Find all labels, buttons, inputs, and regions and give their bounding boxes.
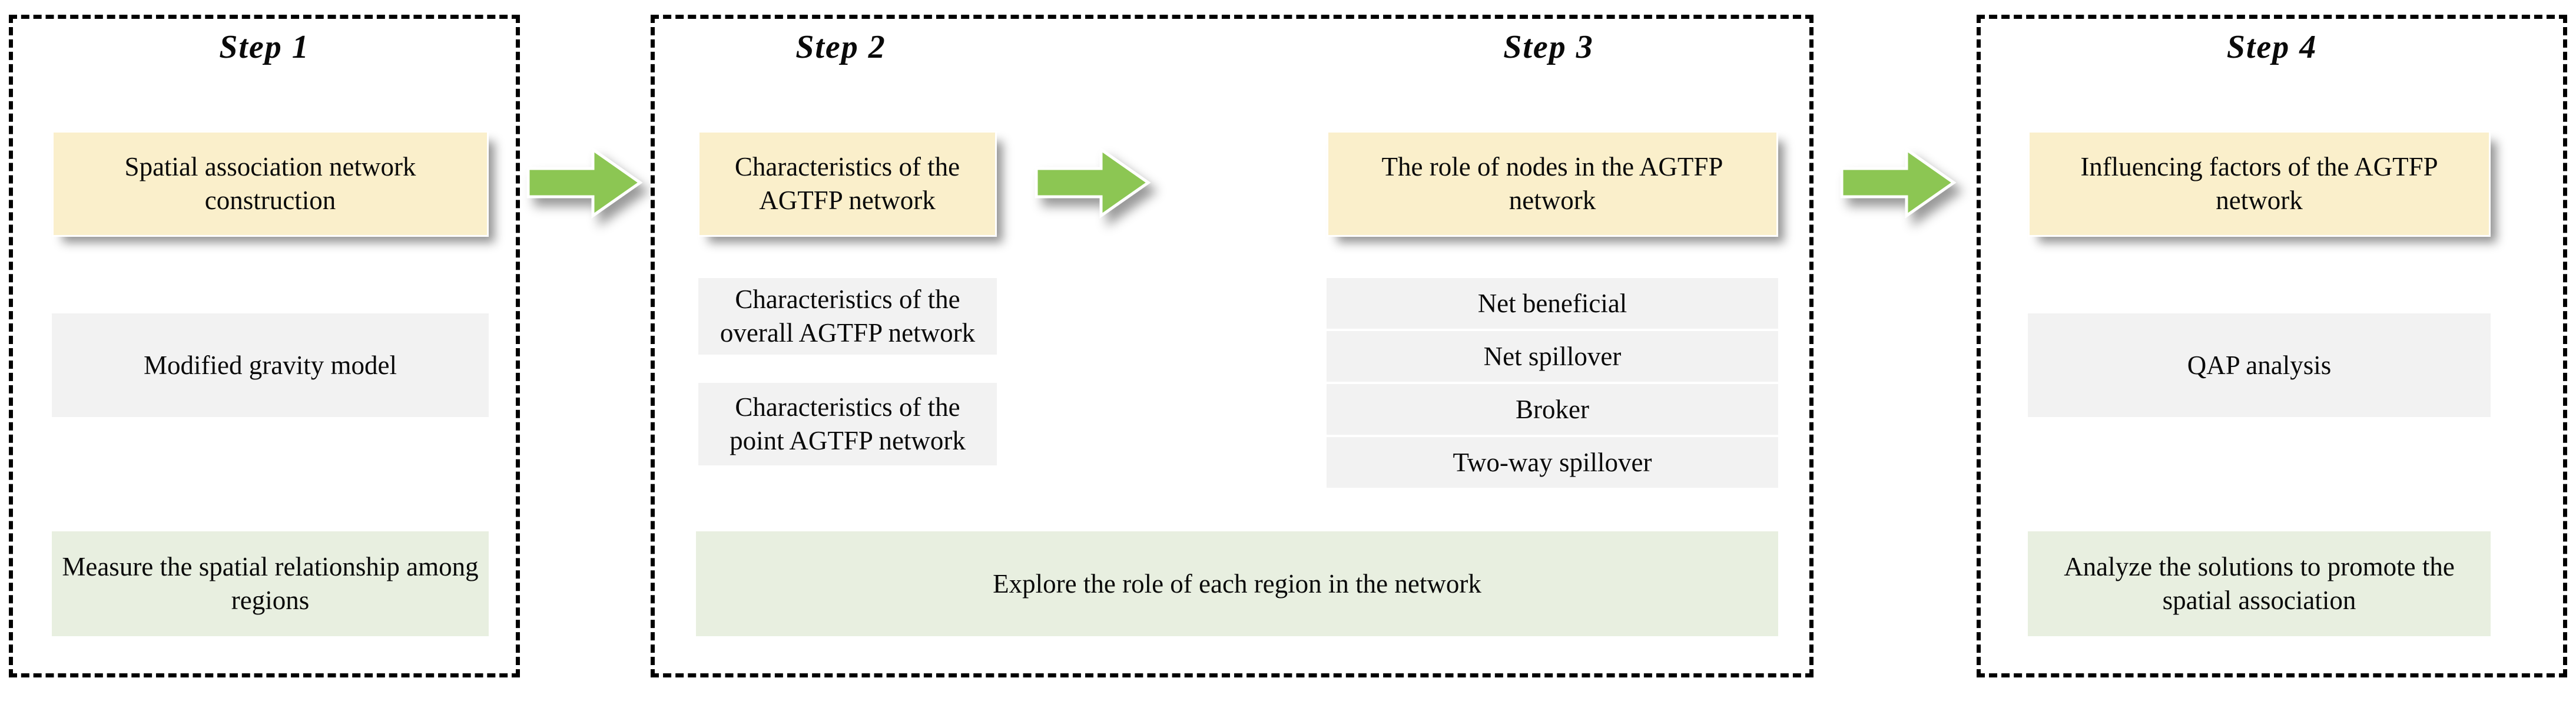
arrow-right-icon-step2-to-step3 — [1035, 146, 1151, 223]
step-4-title: Step 4 — [2226, 29, 2318, 65]
step-3-title: Step 3 — [1503, 29, 1594, 65]
step-3-sub-box-net-spillover[interactable]: Net spillover — [1327, 331, 1778, 382]
arrow-right-icon-step1-to-step2 — [526, 146, 643, 223]
step-4-method-box[interactable]: QAP analysis — [2028, 313, 2491, 417]
step-3-sub-box-net-beneficial[interactable]: Net beneficial — [1327, 278, 1778, 329]
step-2-title: Step 2 — [795, 29, 886, 65]
step-3-header-box[interactable]: The role of nodes in the AGTFP network — [1327, 131, 1778, 237]
step-1-method-box[interactable]: Modified gravity model — [52, 313, 489, 417]
step-4-outcome-box[interactable]: Analyze the solutions to promote the spa… — [2028, 531, 2491, 636]
step-3-sub-box-broker[interactable]: Broker — [1327, 384, 1778, 435]
step-2-3-shared-outcome-box[interactable]: Explore the role of each region in the n… — [696, 531, 1778, 636]
step-1-outcome-box[interactable]: Measure the spatial relationship among r… — [52, 531, 489, 636]
step-2-sub-box-overall[interactable]: Characteristics of the overall AGTFP net… — [698, 278, 997, 355]
step-2-header-box[interactable]: Characteristics of the AGTFP network — [698, 131, 997, 237]
step-4-header-box[interactable]: Influencing factors of the AGTFP network — [2028, 131, 2491, 237]
step-2-sub-box-point[interactable]: Characteristics of the point AGTFP netwo… — [698, 383, 997, 465]
step-1-title: Step 1 — [219, 29, 310, 65]
step-3-sub-box-two-way-spillover[interactable]: Two-way spillover — [1327, 437, 1778, 488]
step-1-header-box[interactable]: Spatial association network construction — [52, 131, 489, 237]
arrow-right-icon-step3-to-step4 — [1840, 146, 1957, 223]
